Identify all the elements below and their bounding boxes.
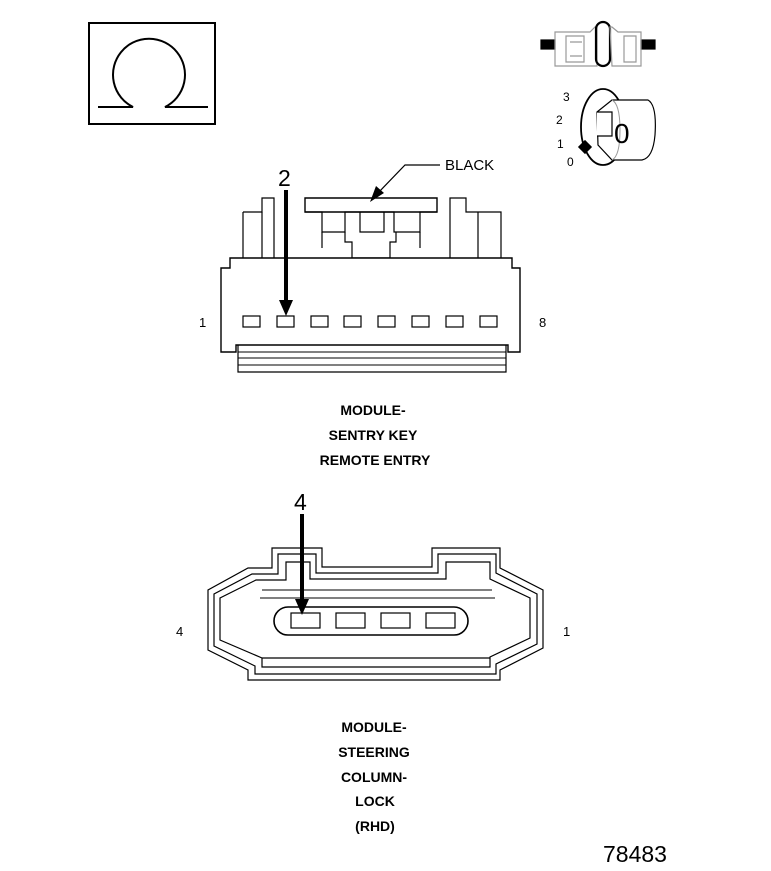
pin-1-label: 1 — [199, 315, 206, 330]
key-position-label: 0 — [614, 118, 630, 149]
caption-1-line-1: MODULE- — [340, 402, 406, 418]
pin-4-callout: 4 — [294, 489, 307, 515]
connector-steering-lock — [207, 547, 544, 681]
pin-8-label: 8 — [539, 315, 546, 330]
switch-position-2: 2 — [556, 113, 563, 127]
caption-2-line-2: STEERING — [338, 744, 410, 760]
caption-2-line-1: MODULE- — [341, 719, 407, 735]
fuse-test-icon — [540, 20, 656, 68]
switch-position-0: 0 — [567, 155, 574, 169]
pin-2-callout: 2 — [278, 165, 291, 191]
caption-2-line-3: COLUMN- — [341, 769, 407, 785]
ignition-switch-icon: 3 2 1 0 0 — [556, 88, 656, 169]
connector-2-caption: MODULE- STEERING COLUMN- LOCK (RHD) — [338, 719, 410, 834]
pin-4-arrow: 4 — [294, 489, 309, 615]
ohmmeter-symbol: Ω — [0, 0, 216, 125]
caption-2-line-5: (RHD) — [355, 818, 395, 834]
pin-cavities-row — [290, 612, 456, 629]
caption-2-line-4: LOCK — [355, 793, 395, 809]
black-pointer: BLACK — [370, 157, 494, 202]
pin-cavities-row — [242, 315, 498, 328]
pin-4-label: 4 — [176, 624, 183, 639]
connector-sentry-key — [220, 197, 521, 373]
switch-position-1: 1 — [557, 137, 564, 151]
pin-2-arrow: 2 — [278, 165, 293, 316]
connector-1-caption: MODULE- SENTRY KEY REMOTE ENTRY — [320, 402, 431, 468]
caption-1-line-2: SENTRY KEY — [329, 427, 418, 443]
switch-position-3: 3 — [563, 90, 570, 104]
figure-number: 78483 — [603, 841, 667, 867]
caption-1-line-3: REMOTE ENTRY — [320, 452, 431, 468]
pin-1-label: 1 — [563, 624, 570, 639]
black-label: BLACK — [445, 157, 494, 174]
ohm-symbol-text: Ω — [0, 0, 1, 1]
